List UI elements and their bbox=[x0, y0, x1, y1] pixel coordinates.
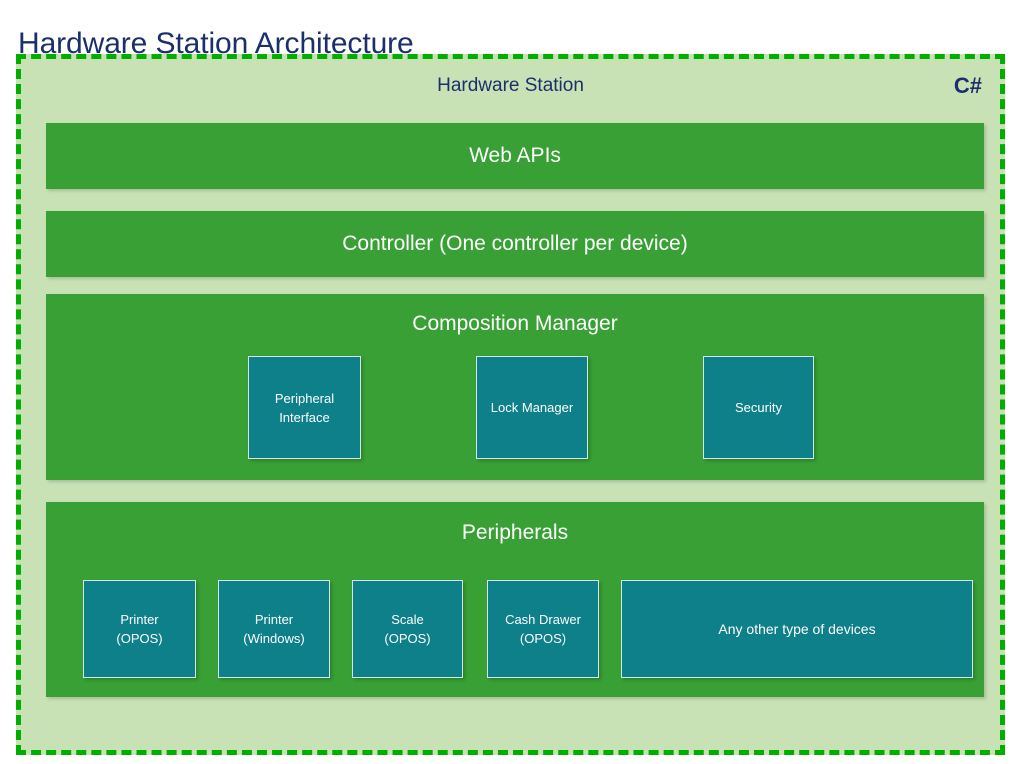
layer-title-composition-manager: Composition Manager bbox=[412, 312, 618, 335]
layer-web-apis: Web APIs bbox=[46, 123, 984, 189]
component-label: Printer (OPOS) bbox=[116, 612, 163, 646]
component-label: Security bbox=[735, 400, 782, 415]
component-label: Any other type of devices bbox=[718, 620, 876, 637]
container-title: Hardware Station bbox=[437, 75, 584, 96]
component-label: Scale (OPOS) bbox=[384, 612, 431, 646]
component-label: Peripheral Interface bbox=[274, 390, 335, 425]
hardware-station-container: Hardware Station C# Web APIs Controller … bbox=[16, 54, 1005, 755]
component-other-devices: Any other type of devices bbox=[621, 580, 973, 678]
component-peripheral-interface: Peripheral Interface bbox=[248, 356, 361, 459]
component-label: Lock Manager bbox=[490, 400, 574, 415]
layer-title-peripherals: Peripherals bbox=[461, 521, 569, 544]
component-label: Cash Drawer (OPOS) bbox=[505, 612, 581, 646]
layer-peripherals: Peripherals Printer (OPOS) Printer (Wind… bbox=[46, 502, 984, 697]
component-label: Printer (Windows) bbox=[243, 612, 305, 646]
layer-title-controller: Controller (One controller per device) bbox=[342, 232, 688, 255]
layer-title-web-apis: Web APIs bbox=[469, 144, 561, 167]
container-header: Hardware Station C# bbox=[21, 71, 1000, 101]
component-printer-opos: Printer (OPOS) bbox=[83, 580, 196, 678]
component-cash-drawer-opos: Cash Drawer (OPOS) bbox=[487, 580, 599, 678]
layer-composition-manager: Composition Manager Peripheral Interface… bbox=[46, 294, 984, 480]
component-security: Security bbox=[703, 356, 814, 459]
component-lock-manager: Lock Manager bbox=[476, 356, 588, 459]
layer-controller: Controller (One controller per device) bbox=[46, 211, 984, 277]
component-printer-windows: Printer (Windows) bbox=[218, 580, 330, 678]
component-scale-opos: Scale (OPOS) bbox=[352, 580, 463, 678]
language-badge: C# bbox=[953, 73, 982, 98]
